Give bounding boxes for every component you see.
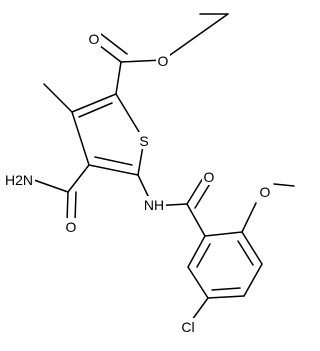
bond-ethyl-ch2-o: [162, 13, 229, 61]
atom-methoxy-o: O: [260, 184, 271, 200]
bond-carboxamide-c-o-2: [74, 191, 77, 223]
bond-benzene-4-5-inner: [211, 287, 241, 291]
bond-carboxamide-c-n: [33, 179, 69, 193]
bond-ring-methoxy-o: [241, 202, 257, 233]
bond-benzene-5-6: [187, 266, 209, 299]
molecule-diagram: O O S H2N O NH O O Cl: [4, 13, 295, 335]
atom-chloro: Cl: [181, 319, 194, 335]
bond-benzene-6-1: [187, 235, 206, 268]
bond-thiophene-c4-c5: [88, 164, 139, 176]
atom-ester-ether-o: O: [158, 53, 169, 69]
atom-benzamide-o: O: [204, 169, 215, 185]
bond-thiophene-c2-c3: [71, 93, 117, 113]
bond-thiophene-c4-c5-inner: [94, 156, 133, 166]
bond-ring-cl: [191, 297, 209, 321]
bond-benzamide-c-o-2: [194, 181, 212, 209]
bond-thiophene-c2-c3-inner: [78, 102, 113, 118]
bond-carboxamide-c-o-1: [66, 191, 69, 223]
atom-amide-o: O: [66, 219, 77, 235]
bond-ring-carboxamide-c: [67, 164, 90, 193]
bond-ester-c-o-double-2: [100, 33, 128, 55]
atom-ester-carbonyl-o: O: [89, 31, 100, 47]
bond-benzene-4-5: [207, 295, 245, 299]
bond-benzene-2-3: [241, 231, 263, 265]
bond-c5-nh: [137, 174, 150, 199]
atom-amide-nh2: H2N: [5, 172, 33, 188]
atom-amide-nh: NH: [144, 197, 164, 213]
bond-methyl: [43, 83, 73, 113]
bond-benzene-3-4: [243, 263, 263, 297]
bond-benzamide-c-ring: [186, 203, 206, 237]
atom-ring-sulfur: S: [139, 133, 148, 149]
bond-methoxy-o-ch3: [273, 183, 295, 187]
bond-benzene-1-2: [204, 231, 243, 237]
bond-thiophene-c3-c4: [71, 111, 90, 166]
bond-benzene-2-3-inner: [237, 240, 254, 266]
bond-benzamide-c-o-1: [186, 177, 204, 205]
bond-benzene-6-1-inner: [196, 243, 211, 268]
bond-ester-c-ring: [115, 61, 122, 95]
